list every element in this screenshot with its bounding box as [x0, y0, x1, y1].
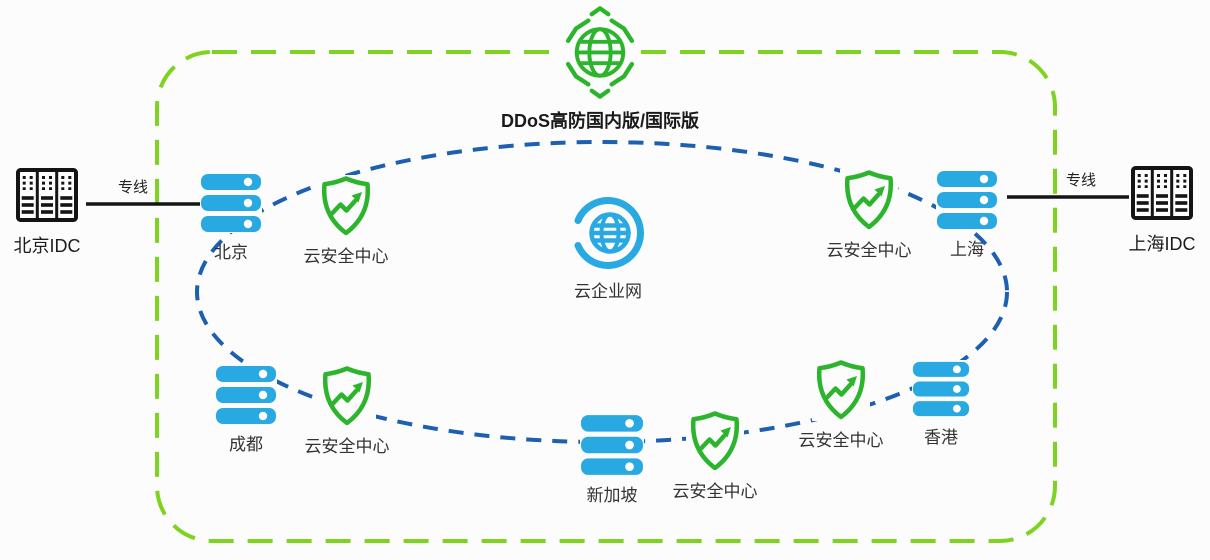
cloud-security-shield-icon [318, 365, 376, 427]
node-security-center-singapore: 云安全中心 [655, 410, 775, 502]
ddos-protection-label: DDoS高防国内版/国际版 [501, 111, 699, 131]
server-icon [215, 365, 277, 425]
server-icon [580, 414, 644, 476]
node-hongkong: 香港 [881, 360, 1001, 448]
node-cloud-enterprise-network: 云企业网 [548, 194, 668, 302]
security-center-label: 云安全中心 [798, 431, 884, 450]
node-beijing: 北京 [171, 173, 291, 263]
idc-rack-icon [15, 168, 79, 226]
node-beijing-idc: 北京IDC [0, 168, 107, 258]
idc-rack-icon [1130, 166, 1194, 224]
cloud-enterprise-network-label: 云企业网 [574, 282, 642, 301]
node-singapore: 新加坡 [552, 414, 672, 506]
singapore-label: 新加坡 [586, 486, 638, 505]
dedicated-line-label-right: 专线 [1066, 172, 1097, 189]
beijing-label: 北京 [214, 243, 248, 262]
server-icon [936, 170, 998, 230]
server-icon [912, 360, 970, 418]
node-security-center-chengdu: 云安全中心 [287, 365, 407, 457]
security-center-label: 云安全中心 [304, 437, 390, 456]
security-center-label: 云安全中心 [672, 482, 758, 501]
node-shanghai-idc: 上海IDC [1102, 166, 1210, 256]
hongkong-label: 香港 [924, 428, 958, 447]
security-center-label: 云安全中心 [303, 247, 389, 266]
cloud-enterprise-network-icon [569, 194, 647, 272]
shanghai-idc-label: 上海IDC [1128, 234, 1196, 254]
node-shanghai: 上海 [907, 170, 1027, 260]
ddos-protection-globe-icon [559, 5, 641, 99]
dedicated-line-label-left: 专线 [118, 179, 149, 196]
node-ddos-protection: DDoS高防国内版/国际版 [470, 5, 730, 133]
shanghai-label: 上海 [950, 240, 984, 259]
node-chengdu: 成都 [186, 365, 306, 455]
cloud-security-shield-icon [686, 410, 744, 472]
node-security-center-hongkong: 云安全中心 [781, 359, 901, 451]
server-icon [200, 173, 262, 233]
node-security-center-shanghai: 云安全中心 [809, 169, 929, 261]
cloud-security-shield-icon [317, 175, 375, 237]
cloud-security-shield-icon [840, 169, 898, 231]
chengdu-label: 成都 [229, 435, 263, 454]
region-ring-dashed [195, 140, 1009, 444]
beijing-idc-label: 北京IDC [13, 236, 81, 256]
cloud-security-shield-icon [812, 359, 870, 421]
security-center-label: 云安全中心 [826, 241, 912, 260]
node-security-center-beijing: 云安全中心 [286, 175, 406, 267]
